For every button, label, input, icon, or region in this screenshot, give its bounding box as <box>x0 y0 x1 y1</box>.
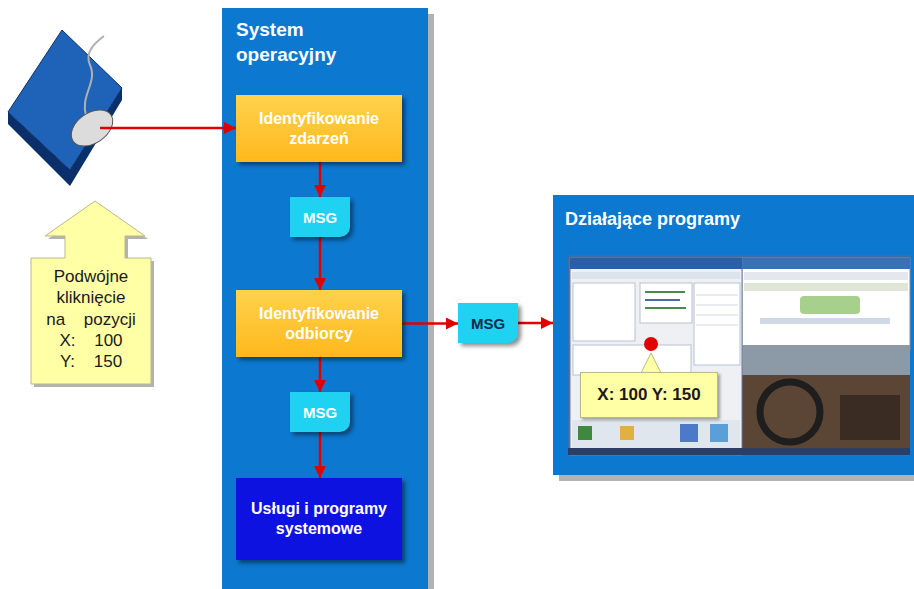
message-box: MSG <box>290 197 350 237</box>
node-label: Identyfikowanie zdarzeń <box>244 109 394 149</box>
node-label: Identyfikowanie odbiorcy <box>244 304 394 344</box>
car-photo <box>742 345 910 455</box>
node-label: X: 100 Y: 150 <box>597 385 700 405</box>
node-label: MSG <box>471 315 505 332</box>
ide-window <box>570 258 742 455</box>
search-bar <box>760 318 890 324</box>
properties-pane <box>694 283 740 365</box>
programs-panel-ground <box>553 195 914 475</box>
code-line <box>645 291 685 293</box>
grid-line <box>696 305 738 306</box>
output-pane <box>573 345 691 375</box>
node-label: Usługi i programy systemowe <box>244 499 394 539</box>
services-box: Usługi i programy systemowe <box>236 478 402 560</box>
connector-arrow <box>518 322 553 325</box>
desktop-screenshot <box>568 255 910 456</box>
solution-pane <box>573 283 635 341</box>
title-bar <box>570 258 742 269</box>
callout-shape <box>31 201 151 384</box>
node-label: MSG <box>303 404 337 421</box>
mouse-cable <box>85 36 104 116</box>
click-dot <box>644 337 658 351</box>
message-box: MSG <box>290 392 350 432</box>
node-label: MSG <box>303 209 337 226</box>
grid-line <box>696 315 738 316</box>
steering-wheel <box>760 382 820 442</box>
node-label: Podwójne kliknięcie na pozycji X: 100 Y:… <box>45 266 137 372</box>
os-panel: System operacyjnyIdentyfikowanie zdarzeń… <box>222 8 428 589</box>
connector-arrow <box>319 357 322 392</box>
desktop-icon <box>710 424 728 442</box>
logo-blob <box>800 296 860 314</box>
connector-arrow <box>402 322 458 325</box>
connector-arrow <box>319 162 322 197</box>
menu-bar <box>572 272 740 279</box>
toolbar <box>744 272 908 280</box>
grid-line <box>696 295 738 296</box>
callout-pointer <box>641 353 661 373</box>
desktop-ground <box>568 255 910 456</box>
code-line <box>645 299 680 301</box>
desktop-icon <box>620 426 634 440</box>
programs-panel: Działające programy X: 100 Y: 150 <box>553 195 914 475</box>
code-pane <box>640 283 692 323</box>
panel-title: System operacyjny <box>222 8 380 77</box>
message-box: MSG <box>458 303 518 343</box>
mousepad-top <box>8 30 122 170</box>
code-line <box>645 307 686 309</box>
grid-line <box>696 325 738 326</box>
taskbar <box>568 448 910 455</box>
process-box: Identyfikowanie zdarzeń <box>236 95 402 162</box>
input-arrow <box>100 127 236 130</box>
connector-arrow <box>319 237 322 290</box>
desktop-icon <box>578 426 592 440</box>
dashboard <box>840 395 900 440</box>
position-callout: X: 100 Y: 150 <box>580 372 718 418</box>
process-box: Identyfikowanie odbiorcy <box>236 290 402 357</box>
panel-title: Działające programy <box>553 195 914 244</box>
browser-window <box>742 258 910 350</box>
mouse-illustration <box>8 30 236 186</box>
connector-arrow <box>319 432 322 478</box>
desktop-icon <box>680 424 698 442</box>
toolbar <box>744 283 908 291</box>
callout-arrow: Podwójne kliknięcie na pozycji X: 100 Y:… <box>30 200 152 385</box>
os-panel-ground <box>222 8 428 589</box>
title-bar <box>742 258 910 269</box>
car-window <box>742 345 910 375</box>
